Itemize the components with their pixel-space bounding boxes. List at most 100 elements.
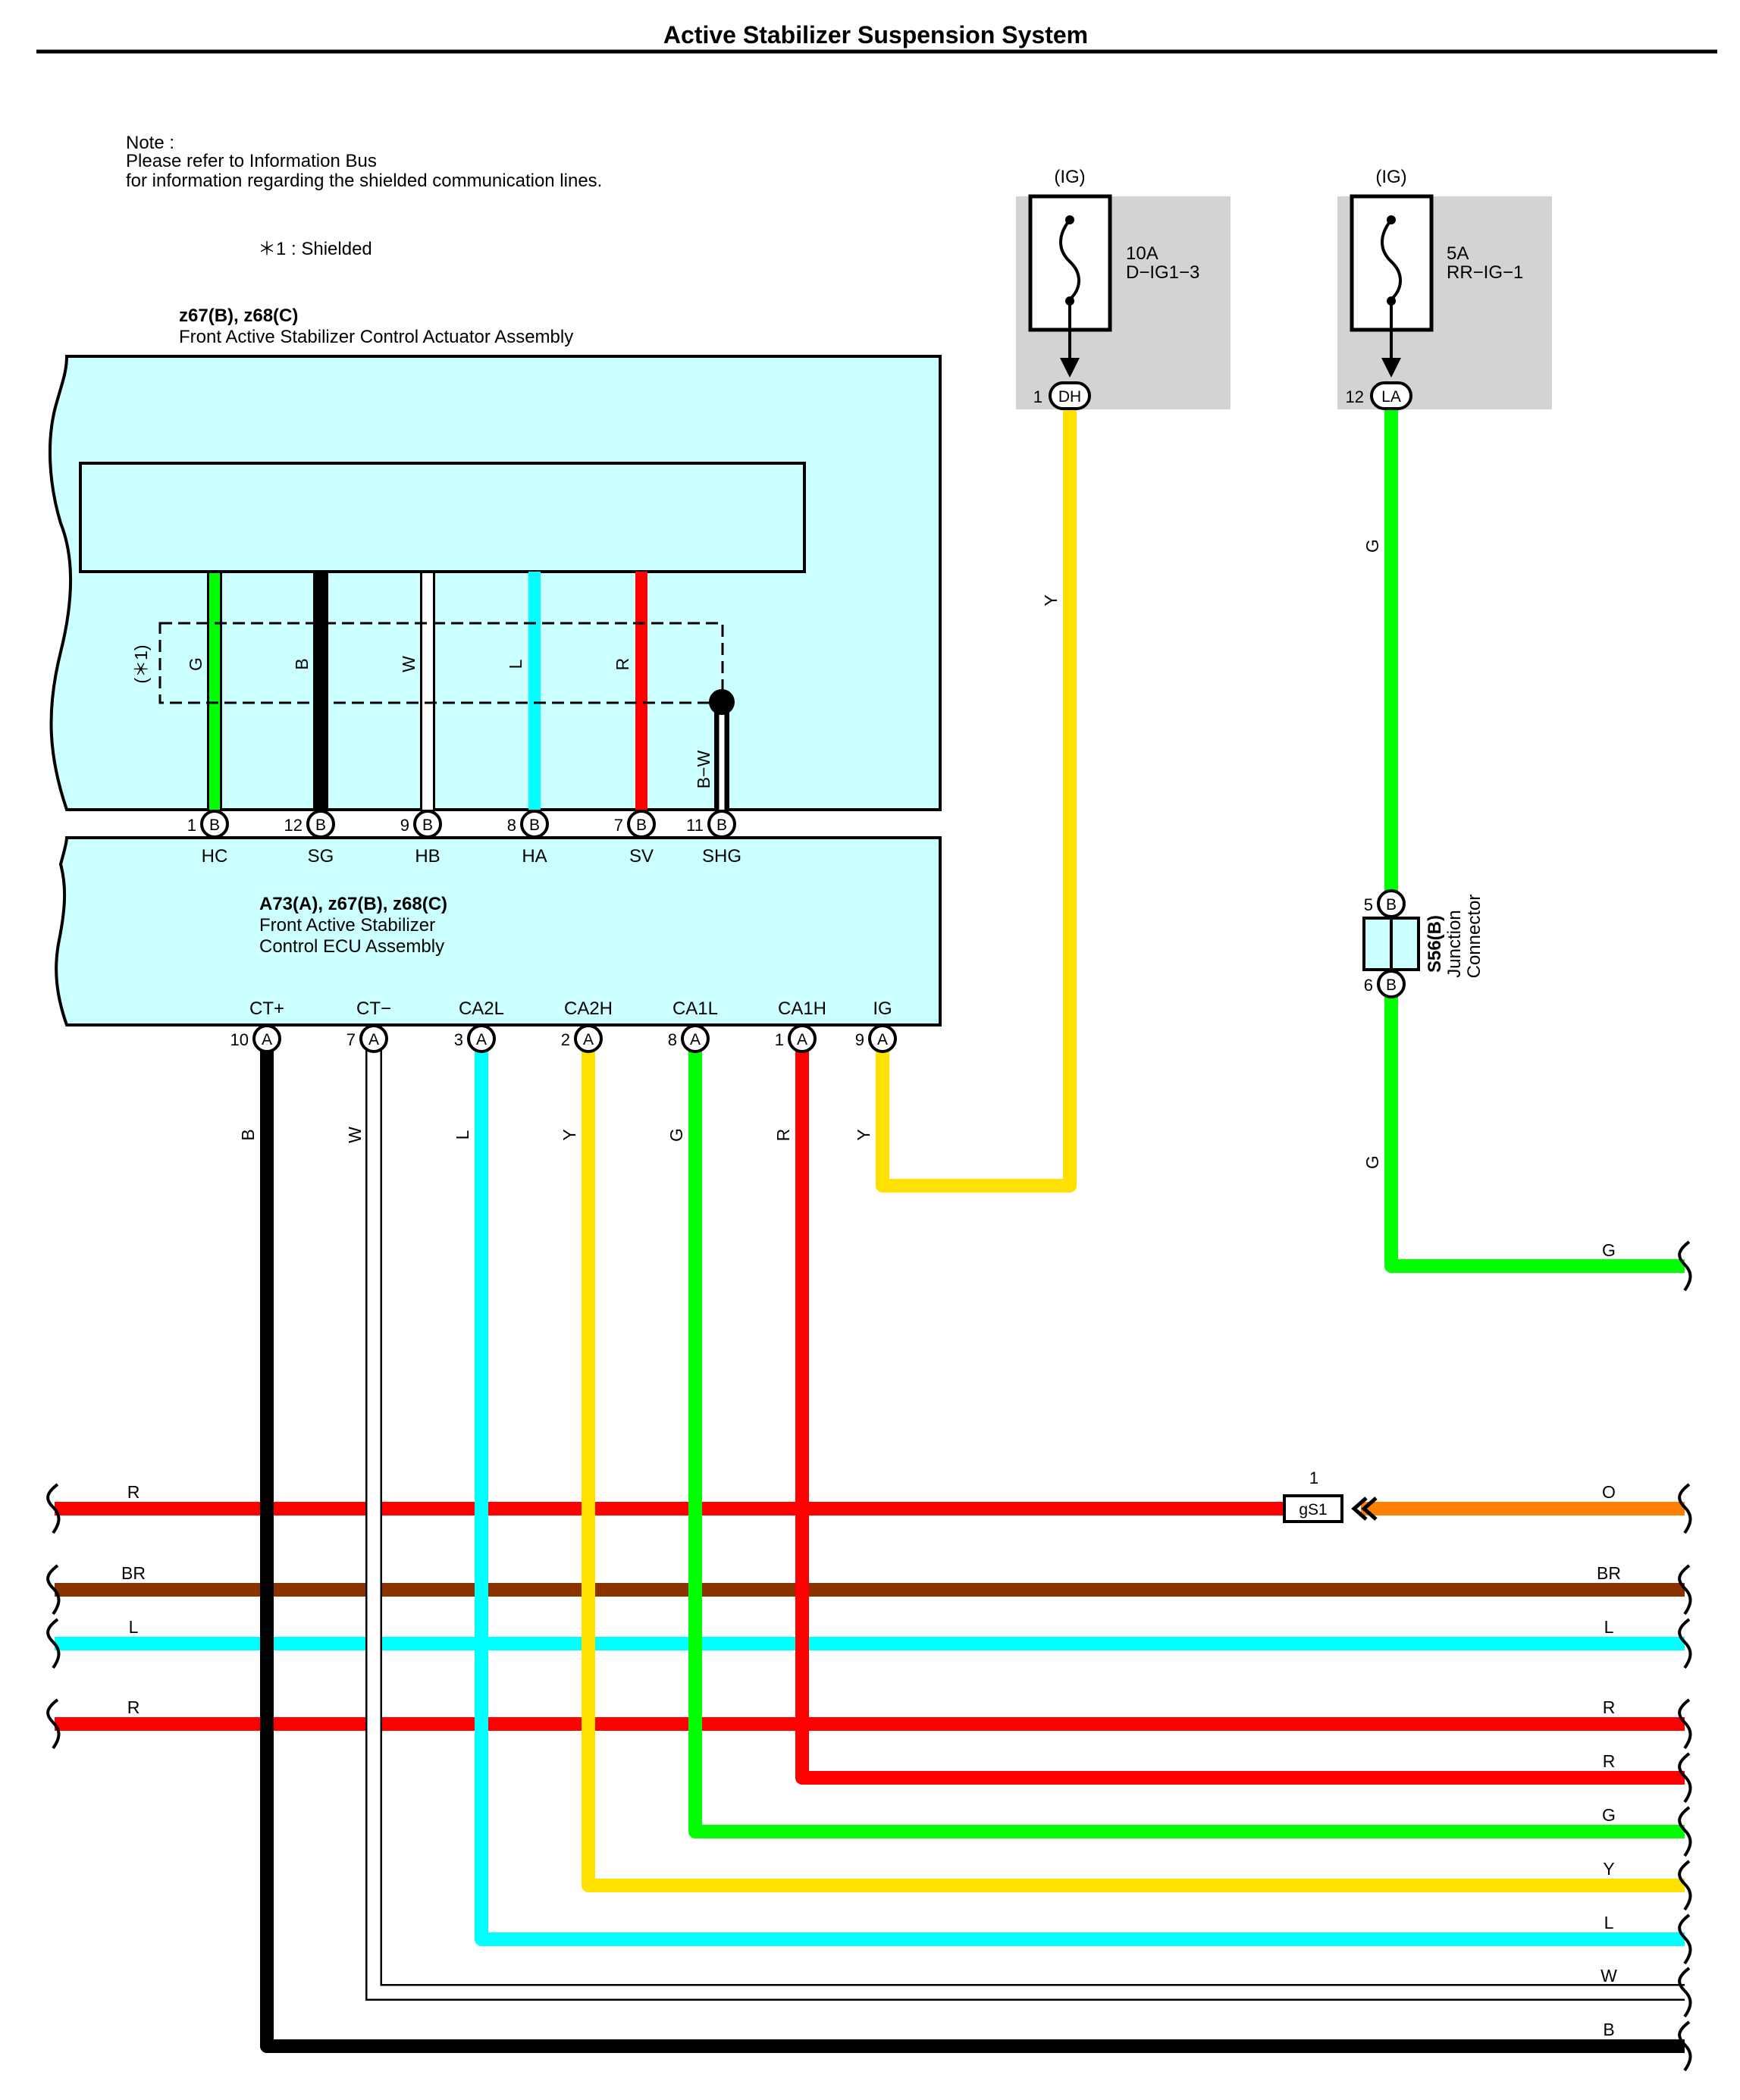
- wire-label-fuse-1: Y: [1041, 594, 1061, 606]
- bus-line-labels: R O BR BR L L R R: [121, 1482, 1621, 1717]
- svg-text:9: 9: [400, 816, 409, 835]
- terminal-a9: A 9: [855, 1024, 897, 1053]
- a-pin-names: CT+ CT− CA2L CA2H CA1L CA1H IG: [249, 998, 892, 1019]
- terminal-b7: B 7: [614, 810, 656, 838]
- b-pin-names: HC SG HB HA SV SHG: [202, 846, 741, 867]
- wire-label-hc: G: [186, 657, 205, 671]
- svg-text:8: 8: [668, 1030, 677, 1049]
- fuse-1-rating: 10A: [1126, 243, 1158, 264]
- svg-text:12: 12: [284, 816, 303, 835]
- break-mark-right-8: [1678, 1914, 1692, 1965]
- actuator-panel: [48, 355, 942, 811]
- pin-name-sv: SV: [629, 846, 654, 867]
- svg-text:9: 9: [855, 1030, 864, 1049]
- terminal-b11: B 11: [686, 810, 736, 838]
- svg-text:A: A: [368, 1031, 379, 1048]
- fuse-1-element: [1059, 218, 1080, 301]
- svg-text:6: 6: [1364, 976, 1373, 995]
- note-line-2: for information regarding the shielded c…: [126, 171, 602, 191]
- svg-text:1: 1: [187, 816, 196, 835]
- bus-label-left-4: R: [127, 1697, 140, 1717]
- svg-text:11: 11: [686, 816, 704, 835]
- pin-name-hc: HC: [202, 846, 228, 867]
- shield-splice-dot: [709, 689, 735, 715]
- wire-label-ca1h: R: [773, 1129, 793, 1142]
- wire-label-ig: Y: [854, 1129, 873, 1140]
- svg-text:LA: LA: [1381, 388, 1401, 406]
- fuse-2-source: (IG): [1375, 167, 1406, 187]
- svg-text:DH: DH: [1058, 388, 1081, 406]
- wire-rr-ig-lower: [1384, 986, 1685, 1273]
- exit-label-y: Y: [1603, 1859, 1614, 1879]
- ecu-name-2: Control ECU Assembly: [259, 936, 444, 957]
- drain-wire-label: B−W: [694, 750, 713, 788]
- svg-text:A: A: [877, 1031, 888, 1048]
- left-bus-lines: [55, 1502, 1685, 1731]
- wire-ctm: [367, 1041, 1685, 1999]
- pin-name-ctp: CT+: [249, 998, 284, 1019]
- break-mark-left-1: [46, 1483, 61, 1534]
- exit-label-g: G: [1602, 1805, 1616, 1825]
- junction-connector: B 5 B 6: [1362, 889, 1420, 998]
- pin-name-ca2h: CA2H: [564, 998, 613, 1019]
- terminal-a3: A 3: [454, 1024, 496, 1053]
- bus-label-right-4: R: [1603, 1697, 1616, 1717]
- shield-label: (＊1): [131, 644, 151, 683]
- actuator-wire-labels: G B W L R: [186, 656, 632, 672]
- pin-name-hb: HB: [415, 846, 440, 867]
- wire-label-junction-out: G: [1362, 1155, 1382, 1169]
- wire-label-junction-exit: G: [1602, 1240, 1616, 1260]
- svg-text:3: 3: [454, 1030, 463, 1049]
- wire-label-ctm: W: [345, 1127, 365, 1143]
- break-mark-right-2: [1678, 1564, 1692, 1616]
- pin-name-ca2l: CA2L: [459, 998, 504, 1019]
- bus-label-left-3: L: [129, 1617, 139, 1637]
- terminal-a8: A 8: [668, 1024, 710, 1053]
- exit-label-r: R: [1603, 1751, 1616, 1771]
- ecu-exit-wire-labels: R G Y L W B: [1600, 1751, 1617, 2039]
- fuse-1-top-dot: [1065, 215, 1074, 224]
- terminal-a7: A 7: [346, 1024, 388, 1053]
- break-marks: [46, 1240, 1692, 2072]
- wire-ca2l: [475, 1041, 1685, 1946]
- svg-text:B: B: [315, 816, 326, 834]
- fuse-2-name: RR−IG−1: [1447, 262, 1523, 283]
- actuator-inner-bar: [79, 462, 806, 573]
- exit-label-l: L: [1604, 1913, 1614, 1932]
- bus-label-right-3: L: [1604, 1617, 1614, 1637]
- bus-label-right-2: BR: [1597, 1563, 1621, 1583]
- terminal-a1: A 1: [775, 1024, 817, 1053]
- wire-ca2h: [582, 1041, 1685, 1892]
- wire-ctp: [260, 1041, 1685, 2053]
- break-mark-right-9: [1678, 1967, 1692, 2018]
- terminal-b8: B 8: [507, 810, 549, 838]
- wire-label-sv: R: [613, 658, 632, 671]
- fuse-1-source: (IG): [1054, 167, 1085, 187]
- pin-name-ca1l: CA1L: [672, 998, 718, 1019]
- fuse-2-arrow: [1381, 358, 1401, 378]
- wire-label-hb: W: [399, 656, 419, 672]
- svg-text:7: 7: [614, 816, 623, 835]
- wire-label-ha: L: [506, 659, 525, 669]
- ecu-code: A73(A), z67(B), z68(C): [259, 894, 447, 914]
- page-title: Active Stabilizer Suspension System: [663, 21, 1088, 49]
- bus-label-right-1: O: [1602, 1482, 1616, 1502]
- exit-label-w: W: [1600, 1966, 1617, 1986]
- svg-text:A: A: [476, 1031, 487, 1048]
- svg-text:A: A: [262, 1031, 272, 1048]
- break-mark-right-5: [1678, 1752, 1692, 1804]
- ecu-panel: [55, 836, 942, 1026]
- break-mark-right-10: [1678, 2020, 1692, 2072]
- svg-text:1: 1: [1309, 1468, 1318, 1487]
- wire-ca1l: [688, 1041, 1685, 1838]
- svg-text:A: A: [583, 1031, 594, 1048]
- pin-name-ctm: CT−: [356, 998, 391, 1019]
- svg-text:1: 1: [775, 1030, 784, 1049]
- ecu-exit-wires: [260, 1041, 1685, 2053]
- b-connector-terminals: B 1 B 12 B 9 B 8 B 7 B 11: [187, 810, 736, 838]
- break-mark-right-7: [1678, 1860, 1692, 1911]
- terminal-a10: A 10: [230, 1024, 281, 1053]
- svg-text:8: 8: [507, 816, 516, 835]
- svg-text:B: B: [1386, 976, 1397, 994]
